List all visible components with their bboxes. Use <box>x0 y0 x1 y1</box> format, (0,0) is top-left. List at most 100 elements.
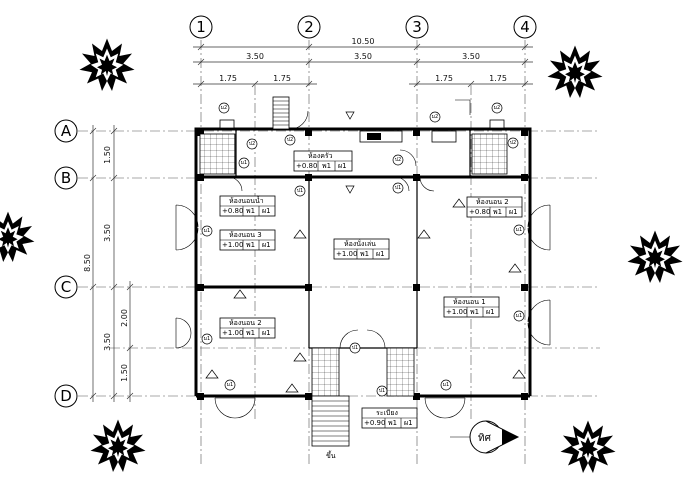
door-tag: ม1 <box>201 333 213 345</box>
svg-text:พ1: พ1 <box>493 208 502 216</box>
svg-text:ม1: ม1 <box>516 227 522 233</box>
svg-text:ห้องนอน 3: ห้องนอน 3 <box>229 231 262 239</box>
column-bubble-4: 4 <box>513 15 537 39</box>
tree-icon <box>627 230 683 283</box>
stove-icon <box>431 130 457 143</box>
stair-label: ขึ้น <box>326 449 336 460</box>
svg-text:ม1: ม1 <box>204 228 210 234</box>
svg-text:+0.80: +0.80 <box>469 208 490 216</box>
svg-text:1.50: 1.50 <box>120 364 129 382</box>
svg-text:B: B <box>61 169 71 187</box>
bathroom-right-tiles <box>471 133 508 175</box>
stairs-front <box>311 395 350 447</box>
room-label-balcony: ระเบียง +0.90 พ1 ผ1 <box>361 407 418 429</box>
svg-text:+1.00: +1.00 <box>222 241 243 249</box>
door-tag: ป1 <box>376 385 388 397</box>
svg-text:พ1: พ1 <box>246 329 255 337</box>
svg-text:ม2: ม2 <box>221 105 227 111</box>
svg-text:ป2: ป2 <box>395 157 401 163</box>
walls <box>194 127 532 400</box>
basin-icon <box>489 119 505 129</box>
row-bubble-b: B <box>54 166 78 190</box>
column-bubble-3: 3 <box>405 15 429 39</box>
door-tag: ม2 <box>429 111 441 123</box>
room-label-bedroom-2: ห้องนอน 2 +1.00 พ1 ผ1 <box>219 317 276 339</box>
north-arrow: ทิศ <box>450 420 520 454</box>
room-label-bedroom-right: ห้องนอน 2 +0.80 พ1 ผ1 <box>466 196 523 218</box>
svg-text:1.75: 1.75 <box>489 74 507 83</box>
door-tag: ม1 <box>440 379 452 391</box>
tree-icon <box>0 211 35 262</box>
svg-text:1.75: 1.75 <box>219 74 237 83</box>
svg-text:+0.80: +0.80 <box>222 207 243 215</box>
tree-icon <box>90 419 146 472</box>
svg-text:ผ1: ผ1 <box>262 207 271 215</box>
svg-text:D: D <box>60 387 72 405</box>
svg-text:ป2: ป2 <box>249 141 255 147</box>
bathroom-left-tiles <box>199 133 236 175</box>
svg-text:ผ1: ผ1 <box>262 329 271 337</box>
svg-text:+1.00: +1.00 <box>446 308 467 316</box>
door-tag: ป1 <box>392 182 404 194</box>
svg-text:ผ1: ผ1 <box>486 308 495 316</box>
svg-text:1: 1 <box>196 18 206 36</box>
svg-text:3.50: 3.50 <box>103 224 112 242</box>
svg-text:ป1: ป1 <box>297 188 303 194</box>
svg-text:ผ1: ผ1 <box>376 250 385 258</box>
svg-text:ห้องนอน 1: ห้องนอน 1 <box>453 298 486 306</box>
svg-text:ผ1: ผ1 <box>404 419 413 427</box>
svg-text:ป1: ป1 <box>352 345 358 351</box>
door-tag: ม1 <box>238 157 250 169</box>
door-tag: ป2 <box>246 138 258 150</box>
svg-text:ห้องนั่งเล่น: ห้องนั่งเล่น <box>344 239 376 248</box>
door-tag: ป1 <box>294 185 306 197</box>
door-tag: ม1 <box>513 310 525 322</box>
svg-text:ม1: ม1 <box>204 336 210 342</box>
svg-text:+1.00: +1.00 <box>336 250 357 258</box>
tree-icon <box>547 45 603 98</box>
svg-text:ป2: ป2 <box>510 140 516 146</box>
svg-text:ห้องนอนน้ำ: ห้องนอนน้ำ <box>229 194 264 205</box>
window-tags <box>205 111 526 393</box>
svg-text:1.50: 1.50 <box>103 146 112 164</box>
svg-text:ระเบียง: ระเบียง <box>376 409 398 417</box>
row-bubble-c: C <box>54 275 78 299</box>
svg-text:ห้องครัว: ห้องครัว <box>308 152 333 160</box>
svg-text:พ1: พ1 <box>246 241 255 249</box>
door-tag: ม1 <box>224 379 236 391</box>
row-bubble-a: A <box>54 119 78 143</box>
svg-text:+0.90: +0.90 <box>364 419 385 427</box>
svg-text:ป2: ป2 <box>287 137 293 143</box>
svg-text:ห้องนอน 2: ห้องนอน 2 <box>229 319 262 327</box>
north-label: ทิศ <box>478 433 492 444</box>
svg-text:ห้องนอน 2: ห้องนอน 2 <box>476 198 509 206</box>
room-label-bedroom-3: ห้องนอน 3 +1.00 พ1 ผ1 <box>219 229 276 251</box>
svg-text:ม1: ม1 <box>516 313 522 319</box>
tree-icon <box>79 38 135 91</box>
svg-text:พ1: พ1 <box>388 419 397 427</box>
svg-text:พ1: พ1 <box>470 308 479 316</box>
svg-text:พ1: พ1 <box>322 162 331 170</box>
column-bubble-1: 1 <box>189 15 213 39</box>
svg-text:2: 2 <box>304 18 314 36</box>
svg-text:A: A <box>61 122 72 140</box>
svg-text:ป1: ป1 <box>395 185 401 191</box>
svg-text:ม2: ม2 <box>432 114 438 120</box>
svg-text:1.75: 1.75 <box>435 74 453 83</box>
svg-text:1.75: 1.75 <box>273 74 291 83</box>
door-tag: ม1 <box>513 224 525 236</box>
left-dimensions: 8.50 1.50 3.50 3.50 2.00 1.50 <box>83 125 134 402</box>
svg-text:3.50: 3.50 <box>246 52 264 61</box>
door-tag: ป2 <box>284 134 296 146</box>
tree-icon <box>560 420 616 473</box>
svg-text:3: 3 <box>412 18 422 36</box>
svg-text:พ1: พ1 <box>360 250 369 258</box>
room-label-bedroom-top-left: ห้องนอนน้ำ +0.80 พ1 ผ1 <box>219 194 276 217</box>
room-label-living-room: ห้องนั่งเล่น +1.00 พ1 ผ1 <box>333 238 390 260</box>
svg-text:8.50: 8.50 <box>83 254 92 272</box>
porch-tiles-right <box>386 347 415 397</box>
svg-text:ผ1: ผ1 <box>509 208 518 216</box>
door-tag: ม2 <box>218 102 230 114</box>
svg-text:3.50: 3.50 <box>354 52 372 61</box>
